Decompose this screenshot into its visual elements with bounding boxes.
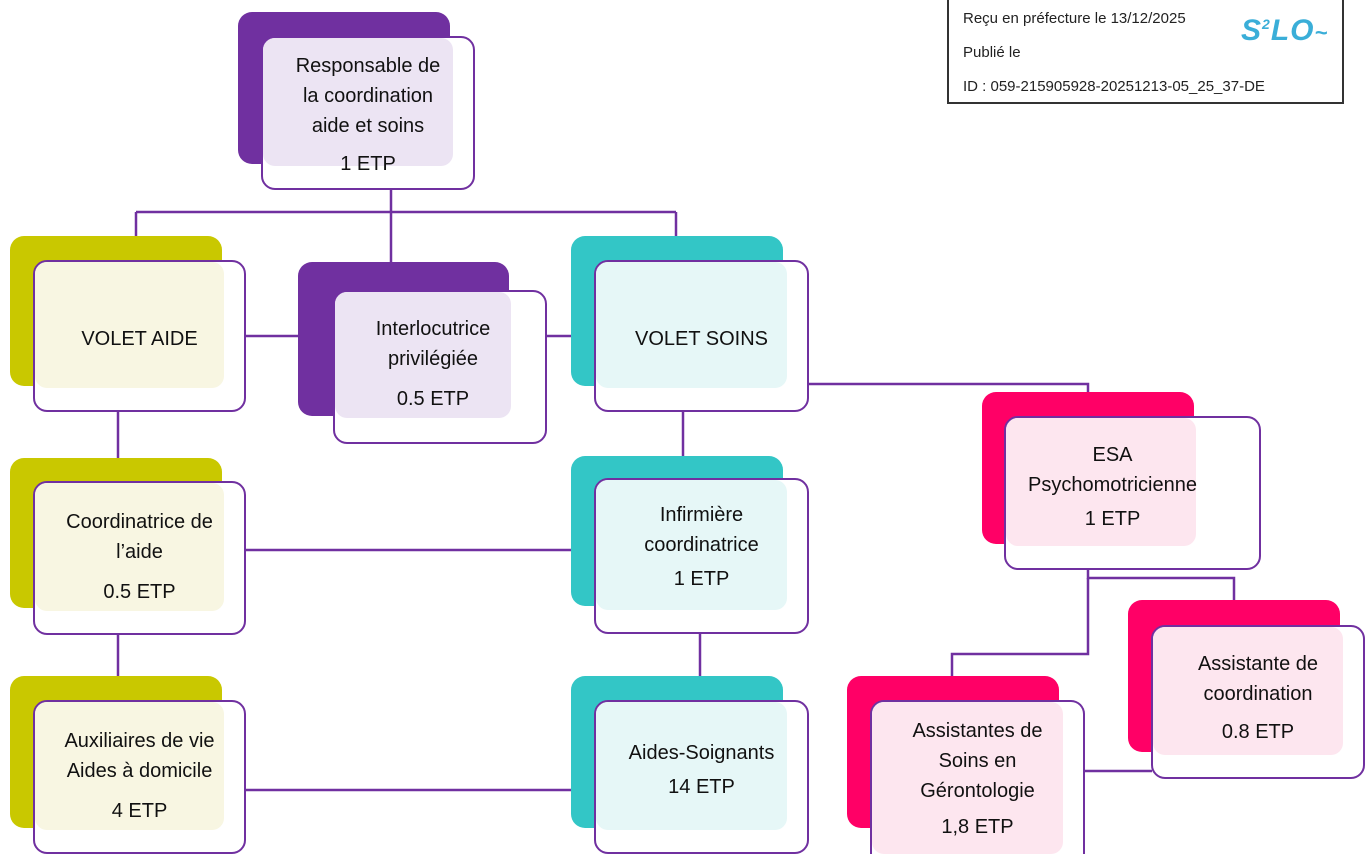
node-card: Responsable de la coordination aide et s… (261, 36, 475, 190)
node-label: Coordinatrice de l’aide 0.5 ETP (35, 483, 244, 633)
s2lo-logo: S2LO~ (1241, 14, 1329, 47)
stamp-received-date: Reçu en préfecture le 13/12/2025 (963, 10, 1186, 27)
node-fill (596, 702, 787, 830)
node-card: Interlocutrice privilégiée 0.5 ETP (333, 290, 547, 444)
node-title-line: Soins en (938, 750, 1017, 772)
node-card: Assistantes de Soins en Gérontologie 1,8… (870, 700, 1085, 854)
node-etp: 14 ETP (668, 776, 735, 798)
node-label: Assistante de coordination 0.8 ETP (1153, 627, 1363, 777)
node-title-line: la coordination (302, 85, 434, 107)
node-fill (872, 702, 1063, 854)
connector-line (806, 382, 1090, 392)
node-title-line: Assistante de (1197, 653, 1319, 675)
node-label: Assistantes de Soins en Gérontologie 1,8… (872, 702, 1083, 854)
node-card: Aides-Soignants 14 ETP (594, 700, 809, 854)
node-etp: 1 ETP (1084, 508, 1141, 530)
node-card: VOLET AIDE (33, 260, 246, 412)
node-card: Infirmière coordinatrice 1 ETP (594, 478, 809, 634)
node-title-line: Gérontologie (920, 780, 1035, 802)
node-card: Auxiliaires de vie Aides à domicile 4 ET… (33, 700, 246, 854)
node-card: Coordinatrice de l’aide 0.5 ETP (33, 481, 246, 635)
node-fill (35, 702, 224, 830)
node-title-line: Assistantes de (912, 720, 1043, 742)
node-card: VOLET SOINS (594, 260, 809, 412)
node-fill (596, 480, 787, 610)
connector-line (950, 578, 1090, 676)
node-title-line: VOLET SOINS (634, 328, 768, 350)
node-title-line: l’aide (116, 541, 163, 563)
node-fill (35, 483, 224, 611)
node-title-line: Psychomotricienne (1028, 474, 1197, 496)
node-title-line: privilégiée (387, 348, 479, 370)
node-etp: 1,8 ETP (941, 816, 1014, 838)
node-title-line: Interlocutrice (375, 318, 491, 340)
stamp-published: Publié le (963, 44, 1021, 61)
stamp-id: ID : 059-215905928-20251213-05_25_37-DE (963, 78, 1265, 95)
node-etp: 0.5 ETP (103, 581, 176, 603)
node-label: Aides-Soignants 14 ETP (596, 702, 807, 852)
node-card: ESA Psychomotricienne 1 ETP (1004, 416, 1261, 570)
node-fill (35, 262, 224, 388)
node-card: Assistante de coordination 0.8 ETP (1151, 625, 1365, 779)
prefecture-stamp: Reçu en préfecture le 13/12/2025 Publié … (947, 0, 1344, 104)
node-label: Interlocutrice privilégiée 0.5 ETP (335, 292, 545, 442)
node-title-line: coordination (1203, 683, 1313, 705)
node-etp: 0.5 ETP (396, 388, 470, 410)
connector-line (1086, 567, 1236, 600)
node-fill (1006, 418, 1196, 546)
node-label: Responsable de la coordination aide et s… (263, 38, 473, 188)
node-etp: 4 ETP (111, 800, 168, 822)
node-label: Infirmière coordinatrice 1 ETP (596, 480, 807, 632)
node-title-line: Aides-Soignants (628, 742, 775, 764)
node-title-line: Coordinatrice de (66, 511, 213, 533)
node-title-line: Responsable de (295, 55, 441, 77)
node-fill (263, 38, 453, 166)
node-title-line: Auxiliaires de vie (64, 730, 215, 752)
node-title-line: coordinatrice (644, 534, 759, 556)
node-label: Auxiliaires de vie Aides à domicile 4 ET… (35, 702, 244, 852)
node-title-line: VOLET AIDE (81, 328, 198, 350)
node-etp: 1 ETP (340, 153, 396, 175)
node-label: ESA Psychomotricienne 1 ETP (1006, 418, 1259, 568)
node-title-line: aide et soins (311, 115, 425, 137)
node-fill (1153, 627, 1343, 755)
node-fill (335, 292, 511, 418)
node-etp: 0.8 ETP (1221, 721, 1295, 743)
node-fill (596, 262, 787, 388)
node-title-line: Infirmière (659, 504, 744, 526)
node-label: VOLET AIDE (35, 262, 244, 410)
node-title-line: Aides à domicile (66, 760, 213, 782)
node-title-line: ESA (1092, 444, 1133, 466)
node-label: VOLET SOINS (596, 262, 807, 410)
node-etp: 1 ETP (673, 568, 730, 590)
